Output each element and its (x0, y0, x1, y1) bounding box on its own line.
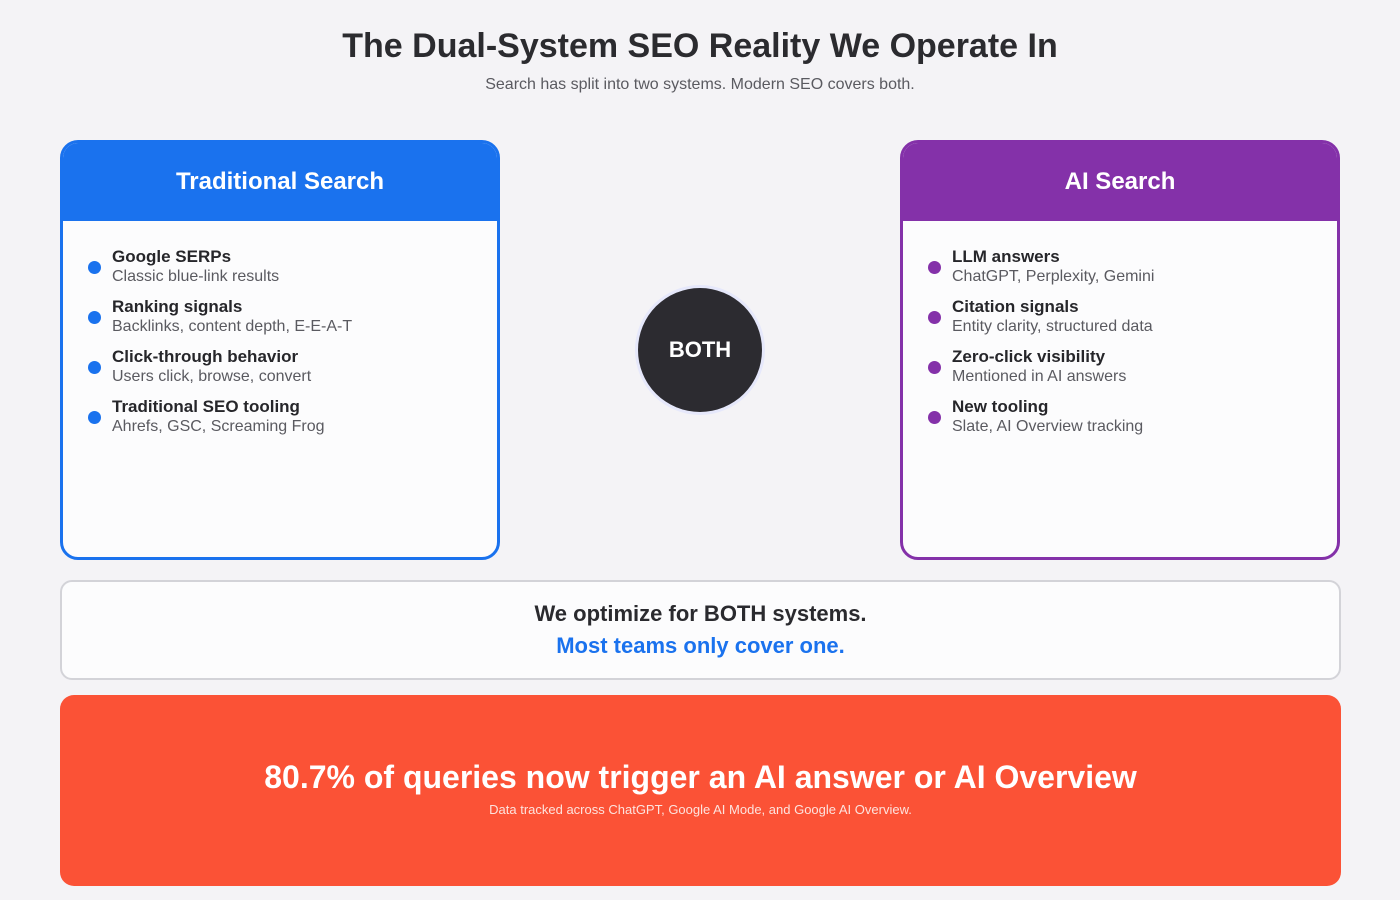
traditional-item-google-serps: Google SERPs Classic blue-link results (63, 247, 497, 286)
item-description: Users click, browse, convert (112, 368, 312, 385)
bullet-dot-icon (928, 311, 941, 324)
ai-item-citation-signals: Citation signals Entity clarity, structu… (903, 297, 1337, 336)
traditional-item-ranking-signals: Ranking signals Backlinks, content depth… (63, 297, 497, 336)
item-title: Click-through behavior (112, 347, 299, 366)
bullet-dot-icon (88, 361, 101, 374)
item-title: Zero-click visibility (952, 347, 1106, 366)
item-description: Entity clarity, structured data (952, 318, 1153, 335)
bullet-dot-icon (928, 361, 941, 374)
traditional-search-list: Google SERPs Classic blue-link results R… (63, 221, 497, 436)
traditional-search-title: Traditional Search (175, 168, 385, 195)
item-description: Mentioned in AI answers (952, 368, 1127, 385)
ai-search-card: AI Search LLM answers ChatGPT, Perplexit… (900, 140, 1340, 560)
item-title: New tooling (952, 397, 1049, 416)
traditional-search-header: Traditional Search (63, 143, 497, 221)
page-title: The Dual-System SEO Reality We Operate I… (342, 27, 1058, 65)
bullet-dot-icon (88, 411, 101, 424)
item-description: Ahrefs, GSC, Screaming Frog (112, 418, 325, 435)
optimize-highlight: Most teams only cover one. (556, 633, 845, 658)
ai-search-title: AI Search (1064, 168, 1176, 195)
optimize-callout: We optimize for BOTH systems. Most teams… (60, 580, 1341, 680)
traditional-item-click-through: Click-through behavior Users click, brow… (63, 347, 497, 386)
bullet-dot-icon (928, 261, 941, 274)
bullet-dot-icon (88, 311, 101, 324)
ai-item-llm-answers: LLM answers ChatGPT, Perplexity, Gemini (903, 247, 1337, 286)
both-label: BOTH (668, 337, 732, 362)
bullet-dot-icon (928, 411, 941, 424)
item-description: ChatGPT, Perplexity, Gemini (952, 268, 1155, 285)
stat-banner: 80.7% of queries now trigger an AI answe… (60, 695, 1341, 886)
item-description: Slate, AI Overview tracking (952, 418, 1144, 435)
item-description: Classic blue-link results (112, 268, 280, 285)
ai-item-new-tooling: New tooling Slate, AI Overview tracking (903, 397, 1337, 436)
stat-headline: 80.7% of queries now trigger an AI answe… (264, 759, 1137, 795)
traditional-search-card: Traditional Search Google SERPs Classic … (60, 140, 500, 560)
page-subtitle: Search has split into two systems. Moder… (485, 76, 915, 93)
traditional-item-seo-tooling: Traditional SEO tooling Ahrefs, GSC, Scr… (63, 397, 497, 436)
item-title: Ranking signals (112, 297, 243, 316)
ai-search-header: AI Search (903, 143, 1337, 221)
item-description: Backlinks, content depth, E-E-A-T (112, 318, 353, 335)
optimize-statement: We optimize for BOTH systems. (534, 601, 867, 626)
bullet-dot-icon (88, 261, 101, 274)
ai-search-list: LLM answers ChatGPT, Perplexity, Gemini … (903, 221, 1337, 436)
stat-source-note: Data tracked across ChatGPT, Google AI M… (489, 802, 912, 817)
item-title: Citation signals (952, 297, 1079, 316)
item-title: LLM answers (952, 247, 1060, 266)
item-title: Traditional SEO tooling (112, 397, 300, 416)
both-circle: BOTH (638, 288, 762, 412)
item-title: Google SERPs (112, 247, 232, 266)
ai-item-zero-click: Zero-click visibility Mentioned in AI an… (903, 347, 1337, 386)
